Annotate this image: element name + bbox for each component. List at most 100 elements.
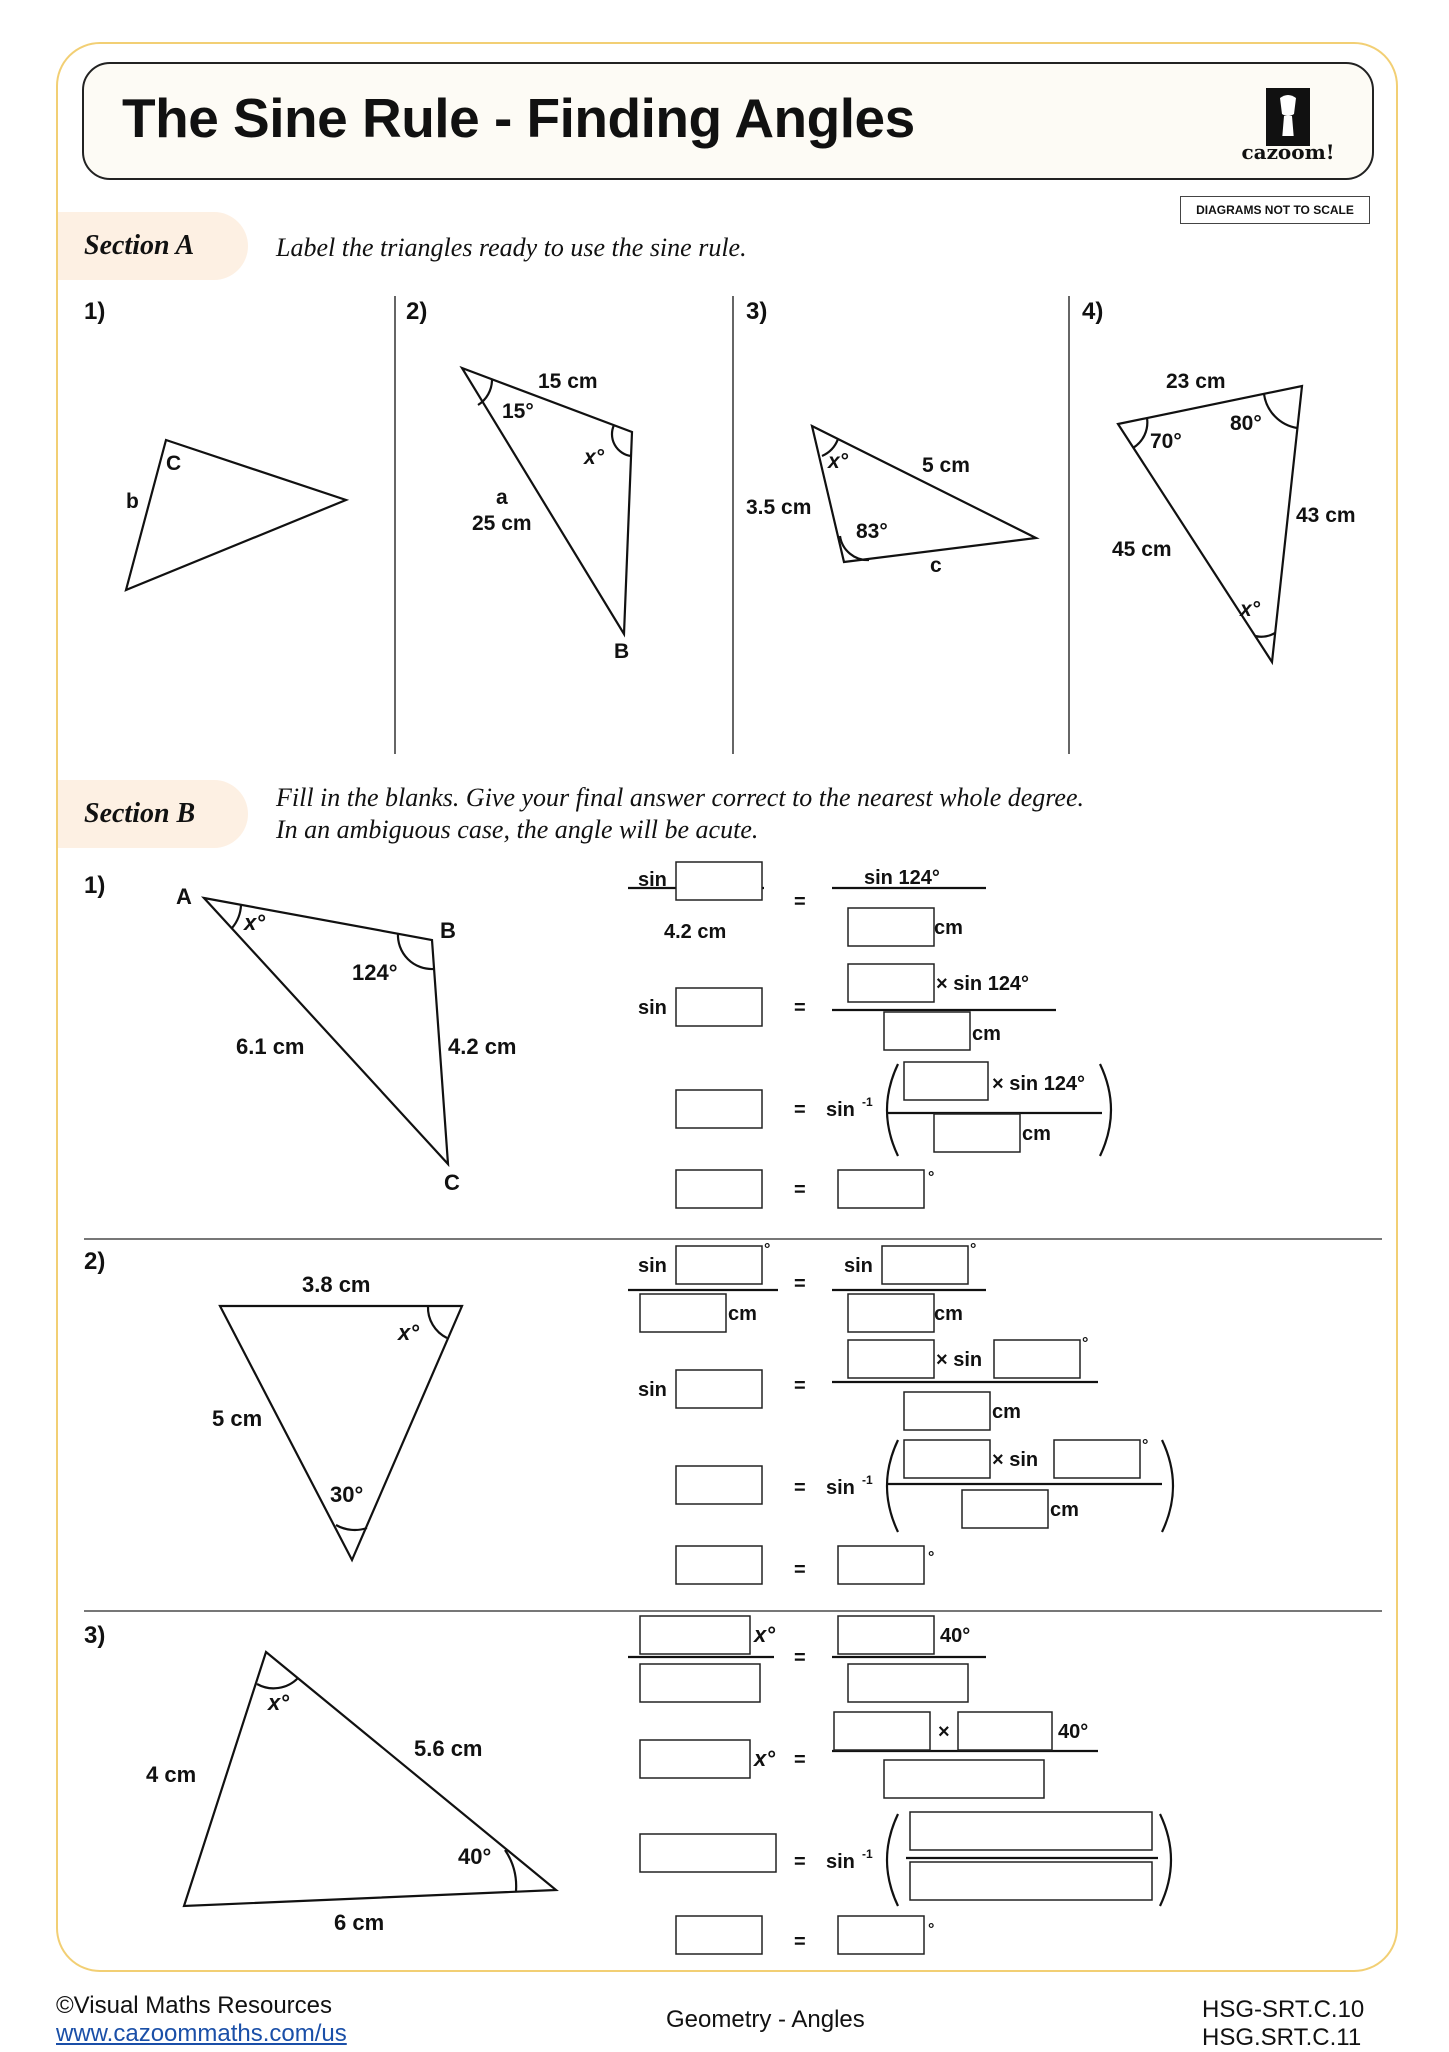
answer-box <box>675 1915 763 1955</box>
angle-arc <box>256 1677 299 1690</box>
section-b-q1-number: 1) <box>84 872 106 899</box>
answer-box <box>847 907 935 947</box>
answer-box <box>675 1545 763 1585</box>
eq-equals: = <box>794 1851 806 1873</box>
section-b-instruction-1: Fill in the blanks. Give your final answ… <box>276 783 1085 812</box>
divider-line <box>732 296 734 754</box>
label-side: 5 cm <box>212 1406 262 1431</box>
eq-equals: = <box>794 1647 806 1669</box>
section-b-q3-number: 3) <box>84 1622 106 1649</box>
triangle-a3 <box>810 423 1040 564</box>
label-side: 25 cm <box>472 512 532 535</box>
triangle-b1 <box>200 896 450 1168</box>
answer-box <box>933 1113 1021 1153</box>
label-vertex-b: B <box>440 918 456 943</box>
eq-equals: = <box>794 1375 806 1397</box>
eq-equals: = <box>794 1273 806 1295</box>
eq-equals: = <box>794 891 806 913</box>
angle-arc <box>231 904 243 929</box>
answer-box <box>675 987 763 1027</box>
eq-text: cm <box>934 1303 963 1325</box>
triangle-b2 <box>218 1304 464 1563</box>
eq-text: sin <box>826 1099 855 1121</box>
section-b-instruction-2: In an ambiguous case, the angle will be … <box>276 815 759 844</box>
question-divider <box>84 1238 1382 1240</box>
label-side: 6.1 cm <box>236 1034 305 1059</box>
footer-copyright: ©Visual Maths Resources <box>56 1992 333 2019</box>
section-a-q2-number: 2) <box>406 298 428 325</box>
eq-text: × sin <box>992 1449 1038 1471</box>
label-vertex-c: C <box>166 452 181 475</box>
eq-text: sin <box>638 1379 667 1401</box>
angle-arc <box>504 1849 518 1892</box>
eq-text: cm <box>728 1303 757 1325</box>
answer-box <box>639 1833 777 1873</box>
cazoom-logo-icon <box>1266 88 1310 146</box>
footer-link[interactable]: www.cazoommaths.com/us <box>56 2020 347 2047</box>
answer-box <box>909 1861 1153 1901</box>
label-side: 43 cm <box>1296 504 1356 527</box>
label-angle: 70° <box>1150 430 1182 453</box>
eq-text: sin <box>638 1255 667 1277</box>
angle-arc <box>821 438 840 458</box>
eq-text: ° <box>1142 1437 1148 1454</box>
eq-text: ° <box>928 1549 934 1566</box>
angle-arc <box>396 932 435 971</box>
eq-text: -1 <box>862 1473 873 1487</box>
eq-equals: = <box>794 1477 806 1499</box>
scale-note-badge: DIAGRAMS NOT TO SCALE <box>1180 196 1370 224</box>
page-title: The Sine Rule - Finding Angles <box>122 87 915 149</box>
logo-text: cazoom! <box>1241 140 1335 164</box>
eq-text: sin <box>638 869 667 891</box>
label-angle: 30° <box>330 1482 363 1507</box>
eq-text: -1 <box>862 1095 873 1109</box>
answer-box <box>903 1061 989 1101</box>
eq-equals: = <box>794 1099 806 1121</box>
answer-box <box>639 1293 727 1333</box>
label-side: 5.6 cm <box>414 1736 483 1761</box>
eq-text: sin <box>844 1255 873 1277</box>
eq-text: cm <box>972 1023 1001 1045</box>
page-frame <box>56 42 1398 1972</box>
label-side-c: c <box>930 554 942 577</box>
label-angle-x: x° <box>397 1320 419 1345</box>
answer-box <box>847 1339 935 1379</box>
eq-text: ° <box>928 1169 934 1186</box>
eq-text: sin <box>638 997 667 1019</box>
eq-text: 4.2 cm <box>664 921 726 943</box>
label-side: 4 cm <box>146 1762 196 1787</box>
answer-box <box>993 1339 1081 1379</box>
answer-box <box>837 1615 935 1655</box>
answer-box <box>837 1169 925 1209</box>
divider-line <box>1068 296 1070 754</box>
answer-box <box>1053 1439 1141 1479</box>
section-a-q3-number: 3) <box>746 298 768 325</box>
eq-equals: = <box>794 997 806 1019</box>
label-side: 3.5 cm <box>746 496 811 519</box>
answer-box <box>639 1615 751 1655</box>
answer-box <box>675 1369 763 1409</box>
question-divider <box>84 1610 1382 1612</box>
label-vertex-a: A <box>176 884 192 909</box>
label-angle-x: x° <box>243 910 265 935</box>
answer-box <box>903 1391 991 1431</box>
eq-text: 40° <box>940 1625 970 1647</box>
angle-arc <box>335 1524 368 1532</box>
label-angle: 80° <box>1230 412 1262 435</box>
answer-box <box>957 1711 1053 1751</box>
answer-box <box>675 1169 763 1209</box>
label-side: 6 cm <box>334 1910 384 1935</box>
footer-standard-1: HSG-SRT.C.10 <box>1202 1996 1365 2023</box>
answer-box <box>639 1663 761 1703</box>
label-angle-x: x° <box>583 446 605 469</box>
eq-text: ° <box>764 1241 770 1258</box>
answer-box <box>847 963 935 1003</box>
angle-arc <box>838 535 870 562</box>
label-vertex-b: B <box>614 640 629 663</box>
answer-box <box>833 1711 931 1751</box>
eq-text: x° <box>753 1622 775 1647</box>
angle-arc <box>1132 417 1149 449</box>
label-angle: 15° <box>502 400 534 423</box>
answer-box <box>675 861 763 901</box>
angle-arc <box>477 379 494 406</box>
